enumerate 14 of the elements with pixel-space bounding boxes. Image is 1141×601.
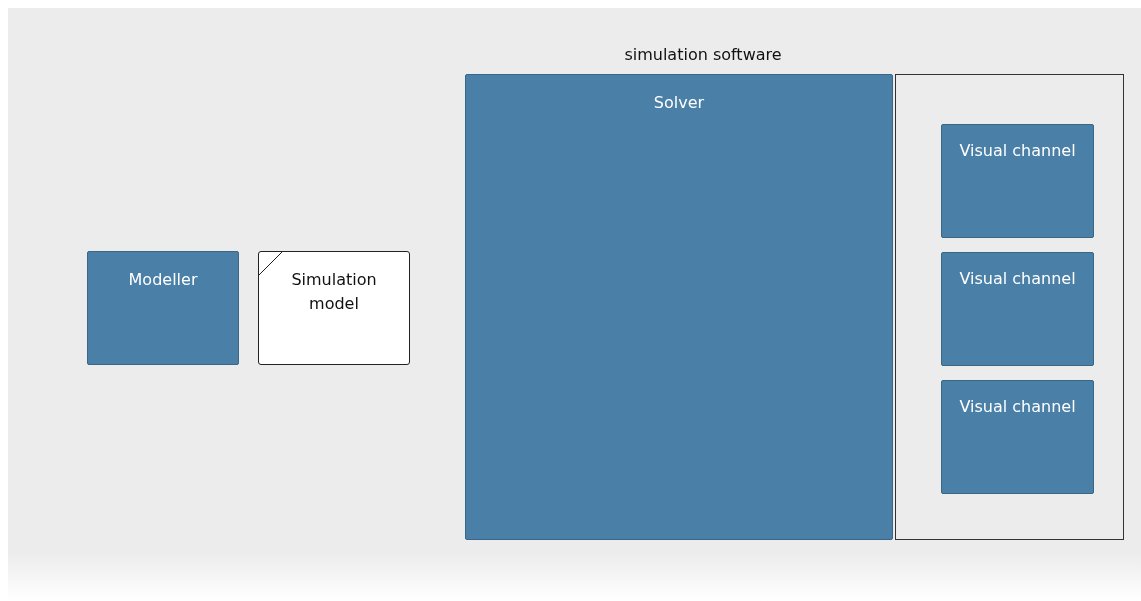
node-label: Solver (652, 92, 706, 114)
process-box (941, 252, 1094, 366)
process-box (941, 124, 1094, 238)
process-box (87, 251, 239, 365)
process-box (941, 380, 1094, 494)
document-box (258, 251, 410, 365)
node-label: Visual channel (958, 268, 1077, 290)
node-label: Visual channel (958, 140, 1077, 162)
container-box (895, 74, 1124, 540)
node-label: Modeller (127, 269, 199, 291)
diagram-title: simulation software (624, 45, 782, 64)
node-label: Visual channel (958, 396, 1077, 418)
node-label: Simulation model (290, 269, 378, 315)
process-box (465, 74, 893, 540)
